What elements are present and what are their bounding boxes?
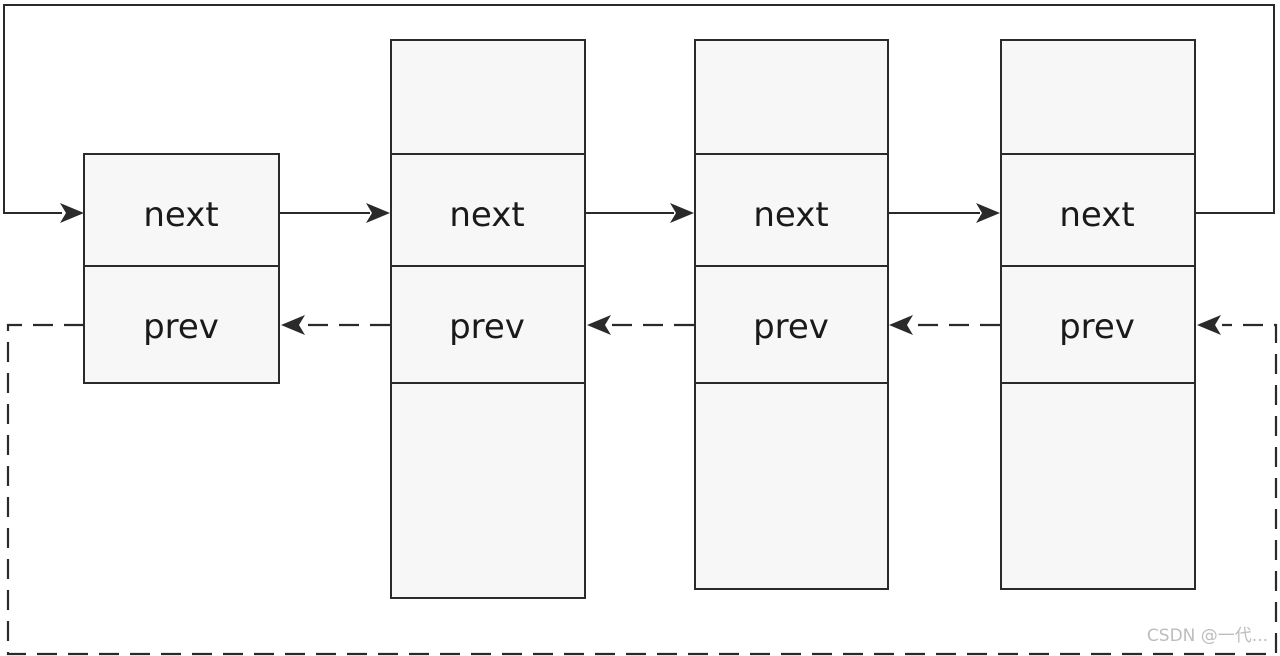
node-2-next-label: next [449, 195, 524, 235]
node-1-prev-label: prev [143, 307, 219, 347]
next-arrowhead-4 [976, 203, 1000, 223]
node-1: next prev [83, 153, 280, 384]
node-1-next-label: next [143, 195, 218, 235]
next-arrowhead-2 [366, 203, 390, 223]
node-3: next prev [694, 39, 889, 590]
node-3-next-label: next [753, 195, 828, 235]
prev-wrap-link [6, 323, 1278, 656]
node-4-next-label: next [1059, 195, 1134, 235]
node-3-prev-label: prev [753, 307, 829, 347]
watermark-text: CSDN @一代... [1147, 626, 1268, 646]
prev-wrap-arrowhead [1197, 315, 1221, 335]
node-4-box [1000, 39, 1196, 590]
node-2-box [390, 39, 586, 599]
node-2: next prev [390, 39, 586, 599]
prev-arrowhead-1 [281, 315, 305, 335]
next-arrowhead-3 [670, 203, 694, 223]
node-3-box [694, 39, 889, 590]
prev-arrowhead-2 [587, 315, 611, 335]
next-wrap-link [3, 4, 1275, 214]
node-2-prev-label: prev [449, 307, 525, 347]
node-1-box [83, 153, 280, 384]
node-4: next prev [1000, 39, 1196, 590]
prev-arrowhead-3 [889, 315, 913, 335]
node-4-prev-label: prev [1059, 307, 1135, 347]
next-wrap-arrowhead [60, 203, 84, 223]
